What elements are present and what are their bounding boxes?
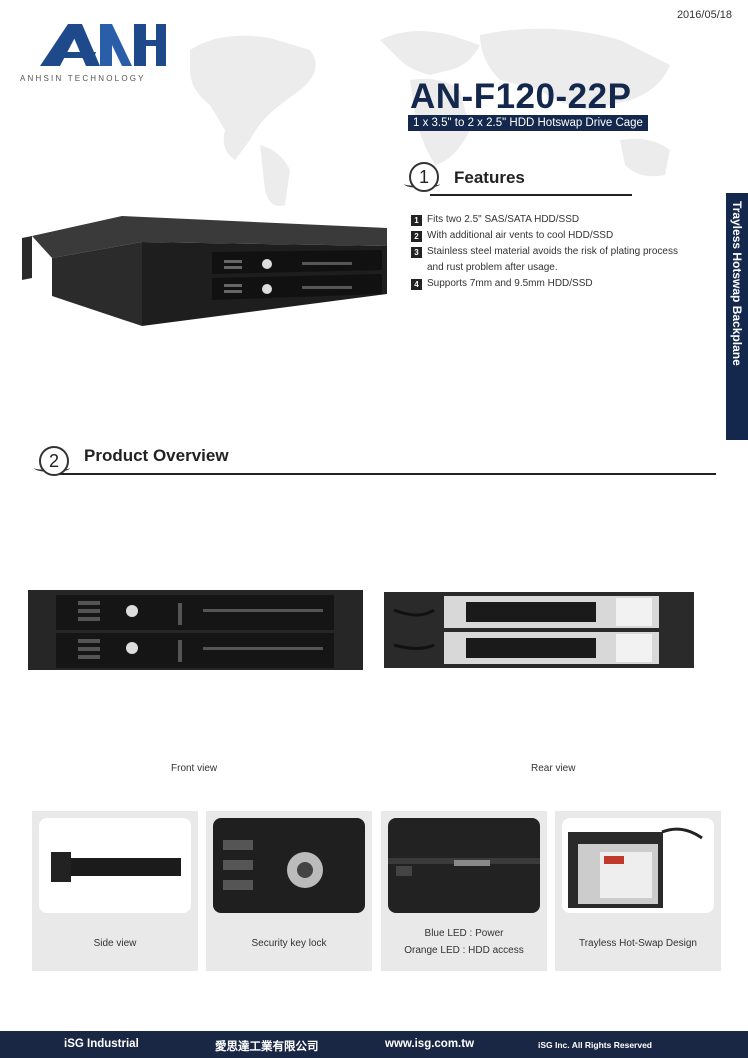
- card-label: Security key lock: [251, 938, 327, 949]
- led-image: [388, 818, 540, 913]
- card-led: Blue LED : Power Orange LED : HDD access: [381, 811, 547, 971]
- main-product-image: [22, 216, 387, 326]
- features-heading: Features: [454, 168, 525, 187]
- feature-number: 4: [411, 279, 422, 290]
- front-view-image: [28, 590, 363, 670]
- overview-divider: [60, 473, 716, 475]
- footer-bar: iSG Industrial 愛思達工業有限公司 www.isg.com.tw …: [0, 1031, 748, 1058]
- feature-text: Supports 7mm and 9.5mm HDD/SSD: [427, 278, 593, 289]
- features-divider: [430, 194, 632, 196]
- trayless-image: [562, 818, 714, 913]
- card-label: Trayless Hot-Swap Design: [578, 938, 697, 949]
- document-date: 2016/05/18: [676, 9, 732, 21]
- footer-rights: iSG Inc. All Rights Reserved: [538, 1040, 652, 1050]
- product-model: AN-F120-22P: [410, 77, 632, 116]
- feature-text: Fits two 2.5" SAS/SATA HDD/SSD: [427, 214, 580, 225]
- card-label-line1: Blue LED : Power: [424, 928, 504, 939]
- feature-text: With additional air vents to cool HDD/SS…: [427, 230, 614, 241]
- feature-number: 2: [411, 231, 422, 242]
- anhsin-logo: [40, 24, 166, 66]
- footer-company-cn: 愛思達工業有限公司: [215, 1041, 319, 1053]
- footer-company: iSG Industrial: [64, 1038, 139, 1050]
- rear-view-label: Rear view: [531, 763, 576, 774]
- product-subtitle: 1 x 3.5" to 2 x 2.5" HDD Hotswap Drive C…: [408, 115, 648, 131]
- rear-view-image: [384, 592, 694, 668]
- card-label-line2: Orange LED : HDD access: [404, 945, 524, 956]
- feature-number: 3: [411, 247, 422, 258]
- logo-text: ANHSIN TECHNOLOGY: [20, 74, 146, 83]
- feature-item: 3 Stainless steel material avoids the ri…: [411, 244, 678, 276]
- side-tab: Trayless Hotswap Backplane: [726, 193, 748, 440]
- section-2-number: 2: [39, 446, 69, 476]
- side-view-image: [39, 818, 191, 913]
- feature-item: 2 With additional air vents to cool HDD/…: [411, 228, 678, 244]
- world-map-background: [190, 28, 670, 206]
- feature-item: 4 Supports 7mm and 9.5mm HDD/SSD: [411, 276, 678, 292]
- overview-heading: Product Overview: [84, 446, 229, 465]
- footer-url[interactable]: www.isg.com.tw: [385, 1038, 475, 1050]
- card-label: Side view: [93, 938, 137, 949]
- card-side-view: Side view: [32, 811, 198, 971]
- front-view-label: Front view: [171, 763, 218, 774]
- card-security-lock: Security key lock: [206, 811, 372, 971]
- feature-text: Stainless steel material avoids the risk…: [427, 246, 678, 273]
- section-1-number: 1: [409, 162, 439, 192]
- feature-number: 1: [411, 215, 422, 226]
- features-list: 1 Fits two 2.5" SAS/SATA HDD/SSD 2 With …: [411, 212, 678, 292]
- card-trayless: Trayless Hot-Swap Design: [555, 811, 721, 971]
- feature-item: 1 Fits two 2.5" SAS/SATA HDD/SSD: [411, 212, 678, 228]
- security-lock-image: [213, 818, 365, 913]
- side-tab-label: Trayless Hotswap Backplane: [730, 201, 744, 366]
